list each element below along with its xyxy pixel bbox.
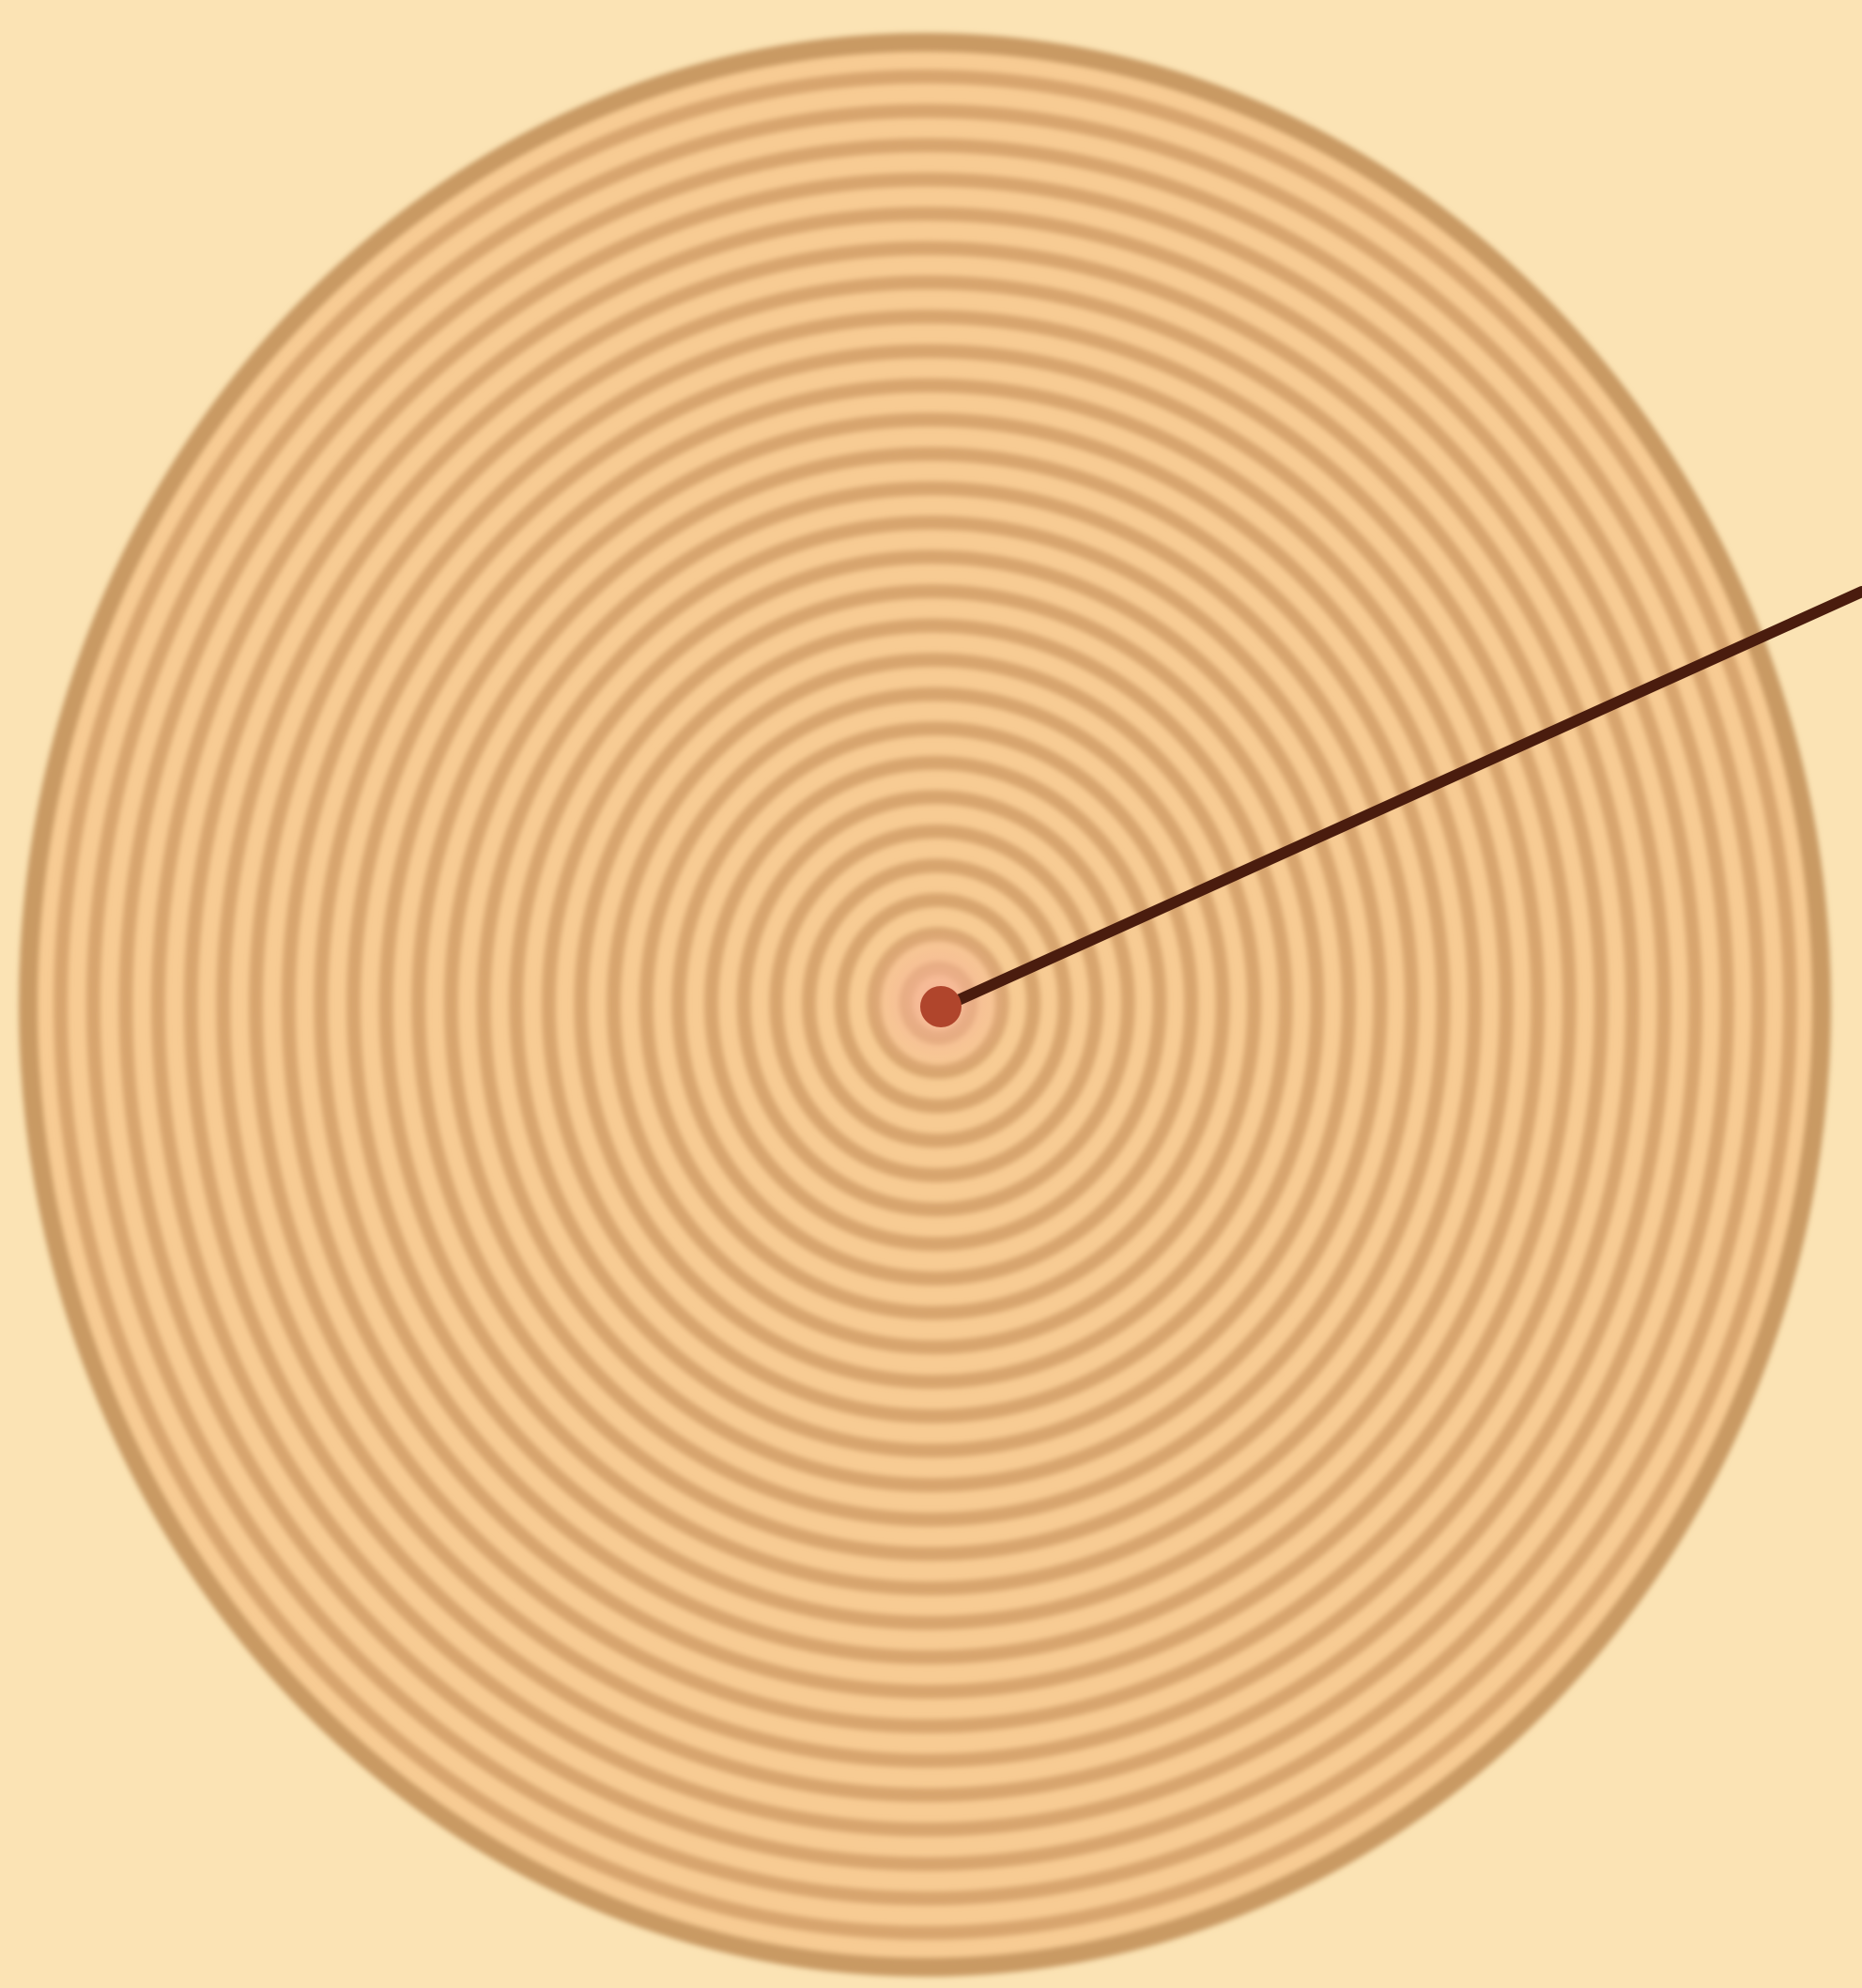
center-dot xyxy=(920,986,962,1027)
